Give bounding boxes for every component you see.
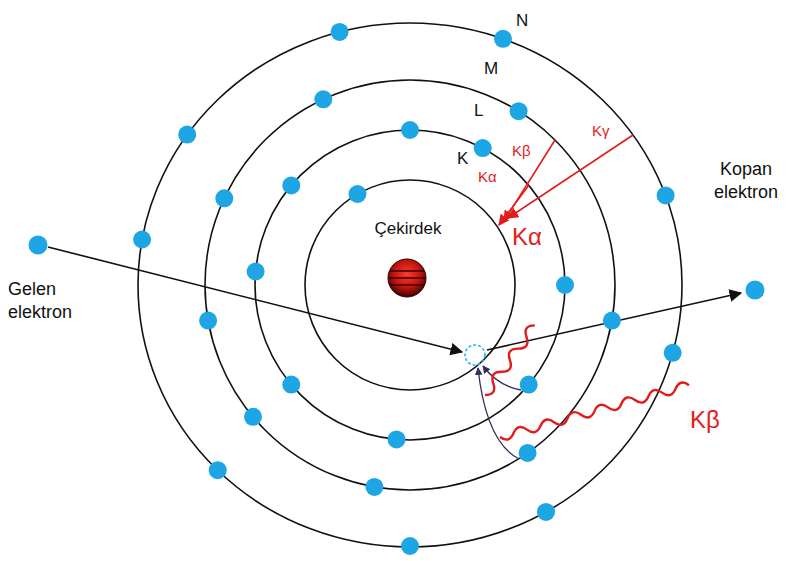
xray-label: Kα	[512, 222, 572, 252]
electron	[215, 189, 233, 207]
outgoing-path	[487, 293, 741, 350]
transition-label: Kγ	[592, 122, 632, 141]
electron-label: Kopan elektron	[690, 158, 802, 203]
electron	[510, 102, 528, 120]
electrons	[29, 23, 765, 555]
ejected-electron	[746, 281, 765, 300]
shell-label: N	[516, 10, 546, 31]
shell-label: K	[457, 148, 487, 169]
shell-label: M	[484, 58, 514, 79]
electron	[520, 376, 538, 394]
shell-m	[205, 80, 615, 490]
shell-label: L	[474, 100, 504, 121]
electron	[133, 231, 151, 249]
electron	[388, 430, 406, 448]
electron	[331, 23, 349, 41]
transition-arrow	[508, 135, 633, 218]
shell-k	[305, 180, 515, 390]
xray-label: Kβ	[690, 405, 750, 435]
electron	[199, 312, 217, 330]
electron-label: Gelen elektron	[8, 278, 108, 323]
shell-n	[138, 23, 682, 547]
drop-arrow	[478, 368, 519, 459]
electron	[401, 121, 419, 139]
electron	[519, 444, 537, 462]
electron	[603, 312, 621, 330]
electron	[494, 30, 512, 48]
electron	[657, 186, 675, 204]
drop-arrow	[483, 366, 521, 390]
electron	[349, 185, 367, 203]
electron	[664, 344, 682, 362]
transition-arrow	[504, 140, 555, 221]
shell-l	[255, 130, 565, 440]
incoming-electron	[29, 236, 48, 255]
electron	[474, 139, 492, 157]
electron	[209, 461, 227, 479]
electron	[178, 126, 196, 144]
electron	[365, 478, 383, 496]
electron	[244, 408, 262, 426]
electron	[282, 176, 300, 194]
electron	[282, 376, 300, 394]
electron	[247, 263, 265, 281]
electron	[401, 537, 419, 555]
electron	[556, 276, 574, 294]
electron	[537, 503, 555, 521]
transition-label: Kα	[478, 168, 518, 187]
nucleus	[388, 259, 426, 297]
incoming-path	[48, 247, 462, 352]
nucleus-label: Çekirdek	[350, 218, 466, 239]
vacancy	[465, 345, 485, 365]
electron	[314, 90, 332, 108]
transition-label: Kβ	[512, 142, 552, 161]
